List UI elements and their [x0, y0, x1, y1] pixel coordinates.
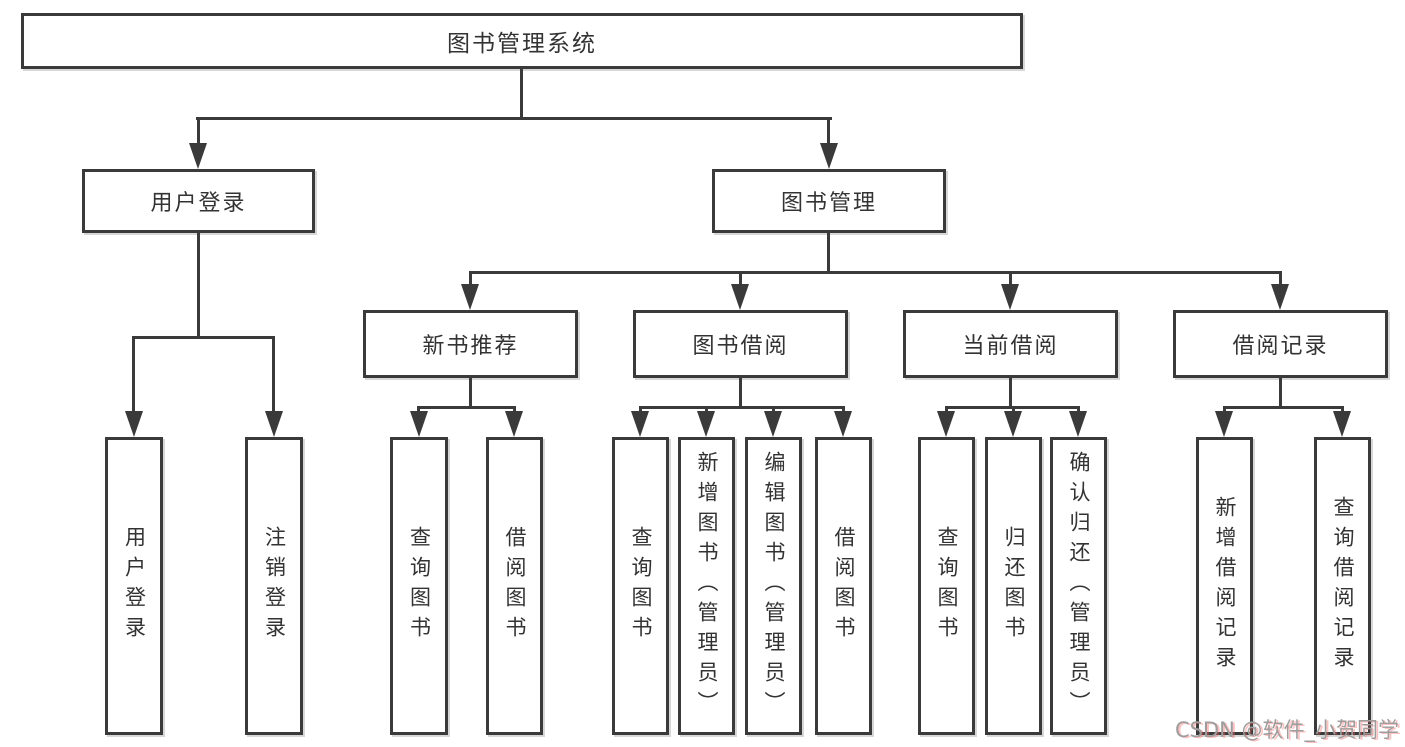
arrow-down-icon: [731, 284, 749, 310]
connector-new-books-stem: [469, 378, 472, 408]
node-book-borrowing: 图书借阅: [633, 310, 848, 378]
node-borrowing-records: 借阅记录: [1173, 310, 1388, 378]
connector-borrow-records-rail: [1223, 406, 1344, 409]
leaf-borrow-query-books: 查询图书: [612, 437, 669, 735]
node-label: 编辑图书（管理员）: [762, 451, 786, 721]
connector-drop-book-mgmt: [827, 120, 830, 146]
connector-new-books-rail: [417, 406, 516, 409]
node-label: 查询图书: [407, 526, 432, 646]
csdn-watermark: CSDN @软件_小贺同学: [1174, 718, 1399, 742]
leaf-newbooks-query-books: 查询图书: [390, 437, 448, 735]
connector-root-stem: [520, 69, 523, 119]
connector-drop-user-login: [197, 120, 200, 146]
node-label: 图书管理: [780, 191, 877, 216]
node-label: 用户登录: [150, 191, 247, 216]
node-label: 新增图书（管理员）: [695, 451, 719, 721]
leaf-newbooks-borrow-books: 借阅图书: [486, 437, 543, 735]
connector-drop-borrow-records: [1279, 274, 1282, 286]
connector-borrow-records-stem: [1279, 378, 1282, 408]
node-label: 新增借阅记录: [1213, 496, 1237, 676]
arrow-down-icon: [820, 143, 838, 169]
arrow-down-icon: [937, 411, 955, 437]
arrow-down-icon: [1001, 284, 1019, 310]
connector-drop-book-borrow: [739, 274, 742, 286]
node-new-book-recommend: 新书推荐: [363, 310, 578, 378]
node-label: 查询图书: [935, 526, 959, 646]
leaf-borrow-borrow-books: 借阅图书: [815, 437, 872, 735]
node-label: 归还图书: [1002, 526, 1026, 646]
connector-book-borrow-stem: [739, 378, 742, 408]
arrow-down-icon: [1271, 284, 1289, 310]
arrow-down-icon: [1004, 411, 1022, 437]
arrow-down-icon: [505, 411, 523, 437]
node-current-borrowing: 当前借阅: [903, 310, 1118, 378]
leaf-user-login: 用户登录: [105, 437, 163, 735]
arrow-down-icon: [1215, 411, 1233, 437]
connector-current-borrow-stem: [1009, 378, 1012, 408]
node-label: 用户登录: [122, 526, 147, 646]
connector-drop-new-books: [469, 274, 472, 286]
node-label: 当前借阅: [962, 334, 1059, 359]
arrow-down-icon: [1333, 411, 1351, 437]
leaf-logout: 注销登录: [245, 437, 303, 735]
arrow-down-icon: [764, 411, 782, 437]
connector-level2-rail: [196, 117, 832, 120]
node-label: 图书管理系统: [447, 31, 597, 57]
arrow-down-icon: [265, 411, 283, 437]
node-label: 借阅图书: [503, 526, 527, 646]
connector-user-branch-stem: [197, 233, 200, 337]
connector-current-borrow-rail: [945, 406, 1080, 409]
arrow-down-icon: [410, 411, 428, 437]
connector-drop-user-login-leaf: [132, 339, 135, 411]
leaf-current-return-books: 归还图书: [985, 437, 1042, 735]
connector-user-branch-rail: [132, 336, 275, 339]
node-label: 借阅记录: [1232, 334, 1329, 359]
leaf-records-add-record: 新增借阅记录: [1196, 437, 1253, 735]
connector-level3-rail: [469, 271, 1282, 274]
node-book-management: 图书管理: [712, 169, 946, 233]
connector-book-branch-stem: [827, 233, 830, 272]
node-library-management-system: 图书管理系统: [21, 13, 1023, 69]
node-user-login: 用户登录: [82, 169, 315, 233]
connector-book-borrow-rail: [639, 406, 845, 409]
arrow-down-icon: [631, 411, 649, 437]
arrow-down-icon: [697, 411, 715, 437]
leaf-current-confirm-return-admin: 确认归还（管理员）: [1050, 437, 1107, 735]
leaf-records-query-record: 查询借阅记录: [1314, 437, 1371, 735]
node-label: 图书借阅: [692, 334, 789, 359]
node-label: 查询借阅记录: [1331, 496, 1355, 676]
arrow-down-icon: [461, 284, 479, 310]
node-label: 借阅图书: [832, 526, 856, 646]
node-label: 确认归还（管理员）: [1067, 451, 1091, 721]
arrow-down-icon: [125, 411, 143, 437]
leaf-borrow-add-books-admin: 新增图书（管理员）: [678, 437, 735, 735]
node-label: 新书推荐: [422, 334, 519, 359]
node-label: 查询图书: [629, 526, 653, 646]
arrow-down-icon: [1069, 411, 1087, 437]
arrow-down-icon: [189, 143, 207, 169]
node-label: 注销登录: [262, 526, 287, 646]
leaf-borrow-edit-books-admin: 编辑图书（管理员）: [745, 437, 802, 735]
leaf-current-query-books: 查询图书: [918, 437, 975, 735]
connector-drop-logout-leaf: [272, 339, 275, 411]
arrow-down-icon: [834, 411, 852, 437]
connector-drop-current-borrow: [1009, 274, 1012, 286]
